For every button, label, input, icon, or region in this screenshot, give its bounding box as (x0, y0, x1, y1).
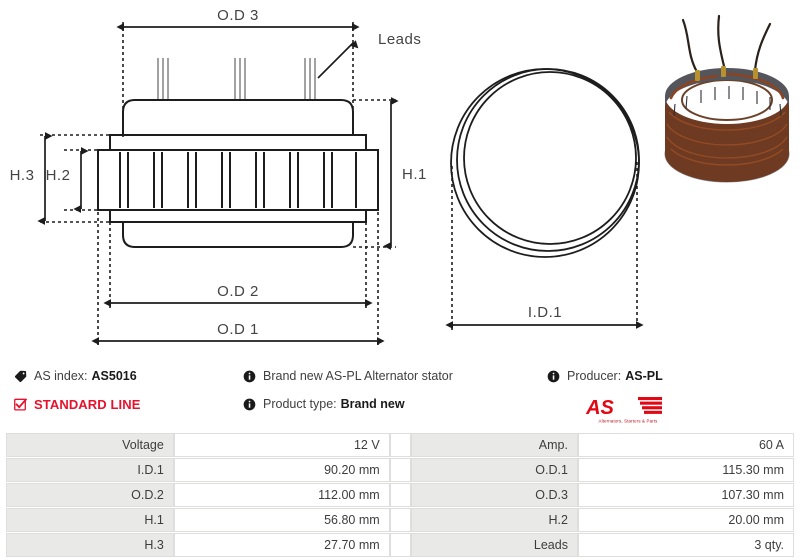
producer-label: Producer: (567, 369, 622, 383)
dim-label-h2: H.2 (46, 167, 71, 184)
producer-line: Producer: AS-PL (547, 365, 663, 387)
aspl-logo: AS Alternators, Starters & Parts (585, 397, 662, 424)
product-type-line: Product type: Brand new (243, 393, 453, 415)
dim-label-od1: O.D 1 (217, 321, 259, 338)
dim-label-od3: O.D 3 (217, 7, 259, 24)
lamination-core (97, 149, 379, 211)
spec-value: 115.30 mm (577, 458, 794, 482)
photo-winding-texture (666, 111, 788, 166)
checkbox-checked-icon (14, 397, 28, 411)
description-text: Brand new AS-PL Alternator stator (263, 369, 453, 383)
spec-value: 112.00 mm (173, 483, 390, 507)
spec-label: O.D.1 (411, 458, 578, 482)
photo-lead-wires (681, 14, 772, 74)
table-row: Voltage 12 V Amp. 60 A (6, 433, 794, 457)
product-type-value: Brand new (340, 397, 405, 411)
table-row: O.D.2 112.00 mm O.D.3 107.30 mm (6, 483, 794, 507)
info-icon (243, 370, 256, 383)
standard-line-label: STANDARD LINE (34, 396, 141, 412)
spec-label: H.1 (6, 508, 174, 532)
product-info-strip: AS index: AS5016 STANDARD LINE Br (0, 365, 800, 427)
photo-winding-barrel (665, 96, 789, 182)
spec-table-body: Voltage 12 V Amp. 60 A I.D.1 90.20 mm O.… (6, 433, 794, 557)
logo-speed-stripes (638, 397, 662, 414)
spec-value: 90.20 mm (173, 458, 390, 482)
upper-winding-block (122, 99, 354, 136)
spec-label: O.D.3 (411, 483, 578, 507)
front-view-extension-lines (451, 162, 638, 330)
side-view-dimension-arrows (37, 23, 399, 345)
column-gap (389, 508, 412, 532)
stator-drawings-svg: O.D 3 O.D 2 O.D 1 H.1 H.2 H.3 Leads I.D.… (10, 7, 644, 345)
column-gap (389, 433, 412, 457)
column-gap (389, 533, 412, 557)
column-gap (389, 483, 412, 507)
specifications-table: Voltage 12 V Amp. 60 A I.D.1 90.20 mm O.… (6, 432, 794, 558)
spec-value: 60 A (577, 433, 794, 457)
dim-label-od2: O.D 2 (217, 283, 259, 300)
dim-label-h3: H.3 (10, 167, 35, 184)
column-gap (389, 458, 412, 482)
spec-value: 3 qty. (577, 533, 794, 557)
standard-line-badge: STANDARD LINE (14, 393, 141, 415)
spec-value: 27.70 mm (173, 533, 390, 557)
front-view-rings (450, 68, 640, 258)
spec-value: 56.80 mm (173, 508, 390, 532)
table-row: I.D.1 90.20 mm O.D.1 115.30 mm (6, 458, 794, 482)
tag-icon (14, 370, 27, 383)
spec-label: I.D.1 (6, 458, 174, 482)
lower-winding-block (122, 221, 354, 248)
logo-as-mark: AS (585, 397, 614, 419)
spec-label: Amp. (411, 433, 578, 457)
lead-pins (157, 58, 316, 100)
product-type-label: Product type: (263, 397, 337, 411)
spec-label: O.D.2 (6, 483, 174, 507)
dim-label-h1: H.1 (402, 166, 427, 183)
spec-label: H.3 (6, 533, 174, 557)
inner-ring (463, 71, 637, 245)
lower-flange-plate (109, 209, 367, 223)
spec-value: 12 V (173, 433, 390, 457)
spec-label: Voltage (6, 433, 174, 457)
photo-top-copper-wrap (669, 72, 785, 100)
spec-label: Leads (411, 533, 578, 557)
middle-ring (456, 68, 640, 252)
product-photo-stator (664, 14, 790, 183)
spec-label: H.2 (411, 508, 578, 532)
info-column-description: Brand new AS-PL Alternator stator Produc… (243, 365, 453, 421)
description-line: Brand new AS-PL Alternator stator (243, 365, 453, 387)
spec-value: 107.30 mm (577, 483, 794, 507)
photo-inner-bore (681, 79, 773, 121)
side-view-body (97, 58, 379, 248)
leads-callout-label: Leads (378, 31, 421, 48)
dim-label-id1: I.D.1 (528, 304, 562, 321)
table-row: H.1 56.80 mm H.2 20.00 mm (6, 508, 794, 532)
lamination-slots (119, 152, 357, 208)
info-column-producer: Producer: AS-PL (547, 365, 663, 393)
as-index-line: AS index: AS5016 (14, 365, 141, 387)
leads-callout-line (317, 40, 359, 79)
as-index-value: AS5016 (91, 369, 137, 383)
table-row: H.3 27.70 mm Leads 3 qty. (6, 533, 794, 557)
logo-tagline: Alternators, Starters & Parts (598, 419, 658, 424)
spec-value: 20.00 mm (577, 508, 794, 532)
info-icon (243, 398, 256, 411)
info-icon (547, 370, 560, 383)
photo-terminal-tabs (695, 66, 758, 81)
technical-drawing-area: O.D 3 O.D 2 O.D 1 H.1 H.2 H.3 Leads I.D.… (10, 7, 790, 345)
flange-plate (109, 134, 367, 151)
info-column-index: AS index: AS5016 STANDARD LINE (14, 365, 141, 421)
as-index-label: AS index: (34, 369, 88, 383)
producer-value: AS-PL (625, 369, 663, 383)
photo-tooth-marks (673, 86, 782, 117)
